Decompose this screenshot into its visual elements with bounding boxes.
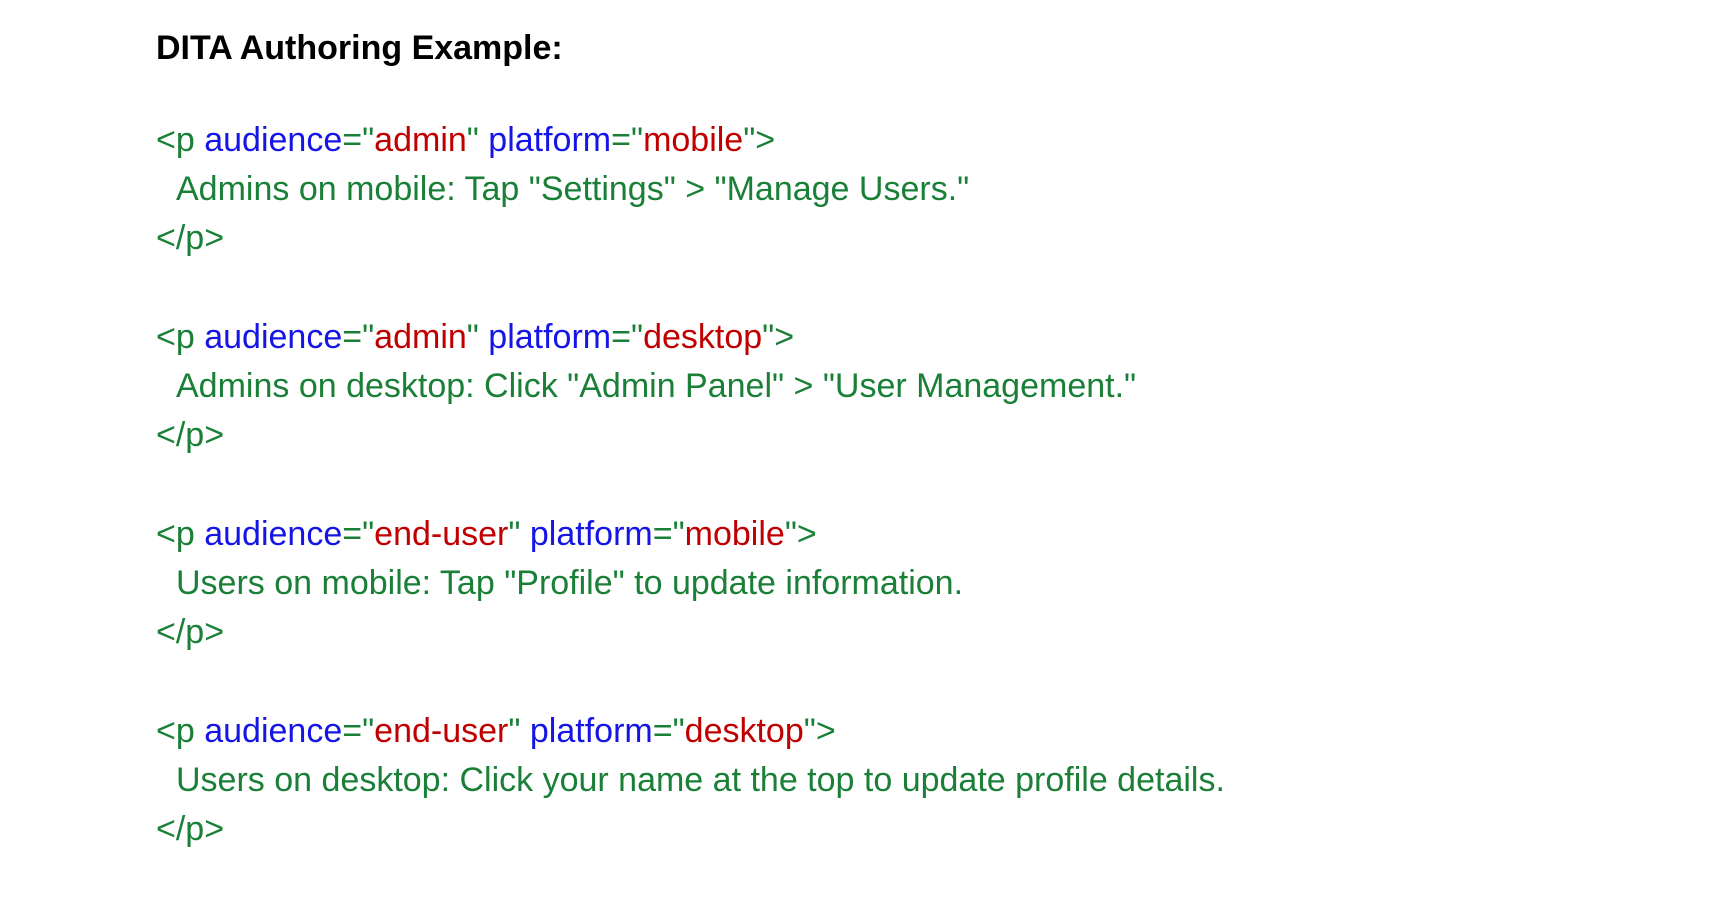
code-block-enduser-desktop: <p audience="end-user" platform="desktop… (156, 707, 1726, 854)
document: DITA Authoring Example: <p audience="adm… (156, 28, 1726, 904)
attribute-name: audience (204, 712, 343, 750)
closing-tag-line: </p> (156, 810, 225, 848)
quote-space: " (466, 121, 489, 159)
equals-quote: =" (342, 712, 375, 750)
attribute-name: platform (488, 121, 612, 159)
code-block-admin-desktop: <p audience="admin" platform="desktop"> … (156, 313, 1726, 460)
quote-space: " (508, 515, 530, 553)
code-example: <p audience="admin" platform="mobile"> A… (156, 116, 1726, 854)
content-line: Users on desktop: Click your name at the… (176, 761, 1225, 799)
quote-gt: "> (762, 318, 795, 356)
content-line: Users on mobile: Tap "Profile" to update… (176, 564, 964, 602)
attribute-value: mobile (684, 515, 785, 553)
equals-quote: =" (611, 121, 644, 159)
attribute-name: platform (529, 712, 653, 750)
attribute-value: desktop (643, 318, 763, 356)
equals-quote: =" (611, 318, 644, 356)
equals-quote: =" (652, 515, 685, 553)
quote-space: " (508, 712, 530, 750)
code-block-admin-mobile: <p audience="admin" platform="mobile"> A… (156, 116, 1726, 263)
attribute-value: end-user (374, 712, 509, 750)
attribute-value: mobile (643, 121, 744, 159)
attribute-name: audience (204, 318, 343, 356)
quote-gt: "> (743, 121, 776, 159)
attribute-name: audience (204, 121, 343, 159)
attribute-name: audience (204, 515, 343, 553)
equals-quote: =" (342, 121, 375, 159)
attribute-name: platform (529, 515, 653, 553)
closing-tag-line: </p> (156, 219, 225, 257)
tag-open: <p (156, 318, 205, 356)
attribute-value: admin (374, 318, 467, 356)
closing-tag-line: </p> (156, 416, 225, 454)
quote-space: " (466, 318, 489, 356)
attribute-name: platform (488, 318, 612, 356)
opening-tag-line: <p audience="end-user" platform="mobile"… (156, 510, 1726, 559)
opening-tag-line: <p audience="end-user" platform="desktop… (156, 707, 1726, 756)
code-block-enduser-mobile: <p audience="end-user" platform="mobile"… (156, 510, 1726, 657)
content-line: Admins on mobile: Tap "Settings" > "Mana… (176, 170, 970, 208)
opening-tag-line: <p audience="admin" platform="desktop"> (156, 313, 1726, 362)
quote-gt: "> (784, 515, 817, 553)
closing-tag-line: </p> (156, 613, 225, 651)
tag-open: <p (156, 515, 205, 553)
quote-gt: "> (803, 712, 836, 750)
attribute-value: desktop (684, 712, 804, 750)
opening-tag-line: <p audience="admin" platform="mobile"> (156, 116, 1726, 165)
equals-quote: =" (652, 712, 685, 750)
document-heading: DITA Authoring Example: (156, 29, 563, 67)
equals-quote: =" (342, 515, 375, 553)
tag-open: <p (156, 712, 205, 750)
attribute-value: admin (374, 121, 467, 159)
tag-open: <p (156, 121, 205, 159)
attribute-value: end-user (374, 515, 509, 553)
content-line: Admins on desktop: Click "Admin Panel" >… (176, 367, 1137, 405)
equals-quote: =" (342, 318, 375, 356)
